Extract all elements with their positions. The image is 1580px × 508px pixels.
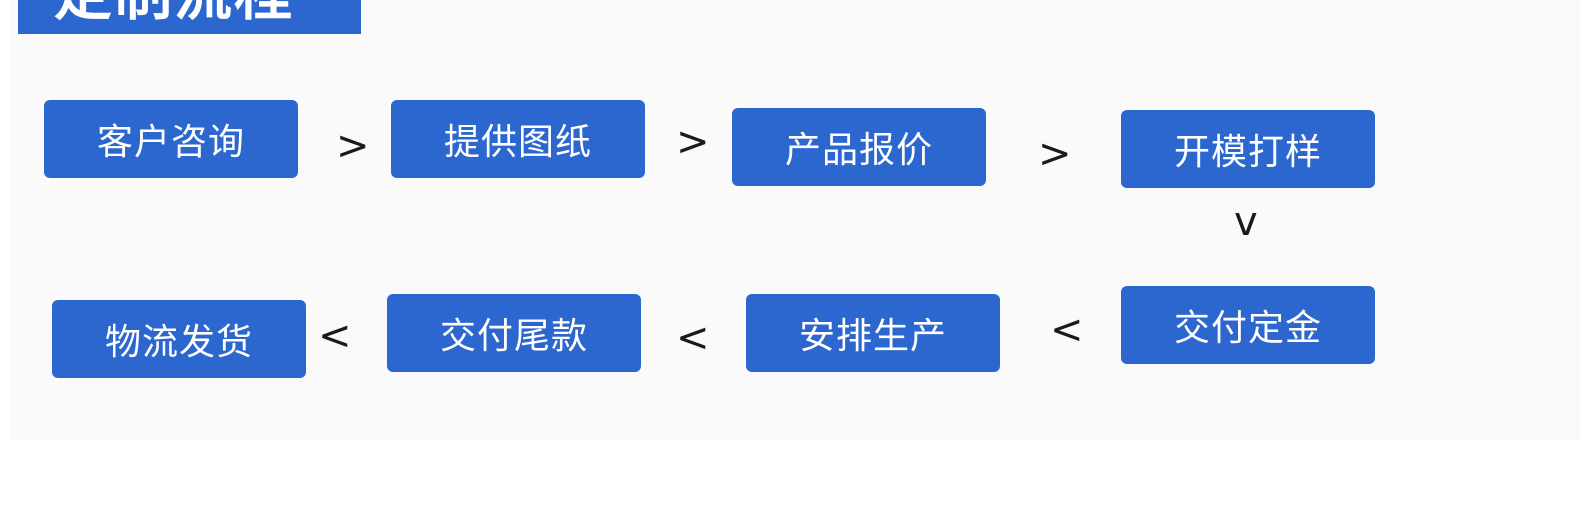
step-arrange-production: 安排生产 — [746, 294, 1000, 372]
step-mold-sample: 开模打样 — [1121, 110, 1375, 188]
step-logistics-shipping: 物流发货 — [52, 300, 306, 378]
arrow-left-1: < — [1050, 307, 1084, 353]
arrow-left-3: < — [318, 313, 352, 359]
step-customer-inquiry: 客户咨询 — [44, 100, 298, 178]
title-banner: 定制流程 — [18, 0, 361, 34]
arrow-right-1: > — [336, 123, 370, 169]
arrow-right-2: > — [676, 119, 710, 165]
step-pay-balance: 交付尾款 — [387, 294, 641, 372]
step-provide-drawings: 提供图纸 — [391, 100, 645, 178]
step-pay-deposit: 交付定金 — [1121, 286, 1375, 364]
diagram-title: 定制流程 — [54, 0, 294, 28]
arrow-left-2: < — [676, 315, 710, 361]
bottom-whitespace — [0, 440, 1580, 508]
arrow-right-3: > — [1038, 131, 1072, 177]
arrow-down: v — [1234, 199, 1258, 245]
step-product-quote: 产品报价 — [732, 108, 986, 186]
